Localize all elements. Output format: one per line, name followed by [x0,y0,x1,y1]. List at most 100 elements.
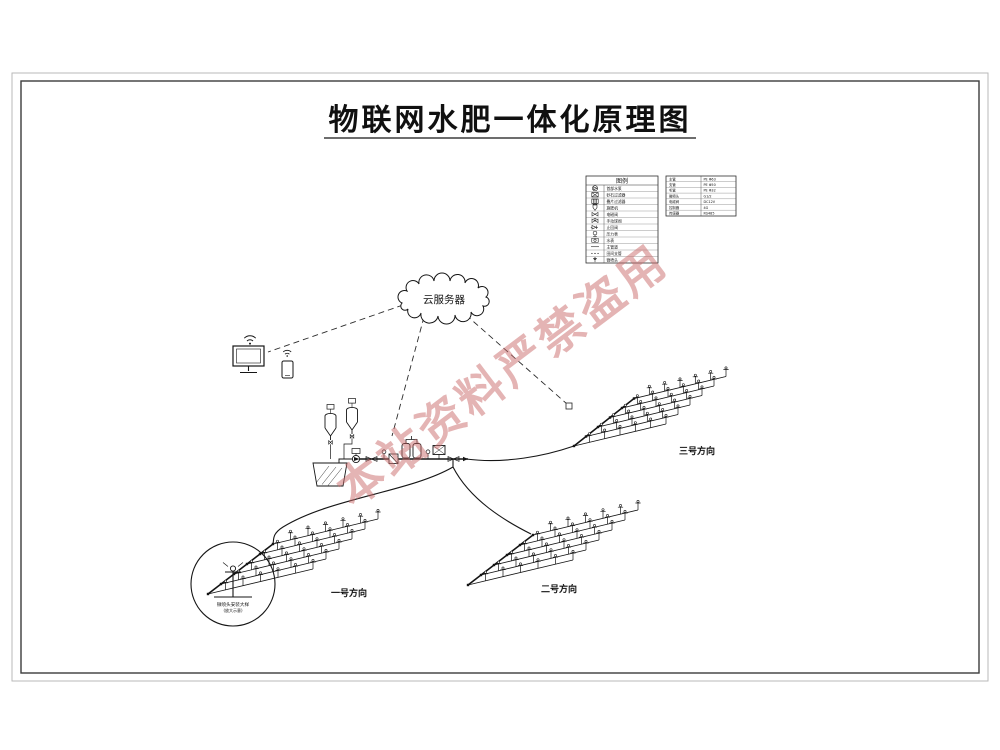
sprinkler-detail [225,571,241,597]
spec-row-value: G1/2 [704,194,712,198]
sprinkler-icon [708,372,714,381]
sprinkler-head [549,548,553,552]
legend-row-label: 首部水泵 [607,186,622,191]
sprinkler-head [575,528,579,532]
legend-row-label: 叠片过滤器 [607,199,626,204]
sprinkler-head [623,509,627,513]
field-manifold [573,397,635,447]
pressure-gauge-2 [425,449,431,455]
legend-symbol-sprinkler [593,257,597,263]
sprinkler-head [654,396,658,400]
sprinkler-icon [323,551,329,559]
sprinkler-head [289,529,292,533]
field-controller-box [565,402,573,410]
field-supply-pipes [272,445,575,545]
sprinkler-head [514,556,518,560]
sprinkler-icon [578,536,585,545]
lateral-valve [505,553,509,557]
spec-row-name: 毛管 [669,188,676,193]
sprinkler-head [610,520,614,523]
sprinkler-head [540,536,544,540]
sprinkler-icon [274,542,281,550]
sprinkler-icon [548,550,554,559]
sprinkler-icon [530,555,537,563]
legend-row-label: 主管道 [607,244,619,249]
sprinkler-head [606,514,609,517]
sprinkler-head [532,552,535,556]
sprinkler-head [611,413,615,417]
sprinkler-icon [327,529,333,538]
field-grid-1 [206,508,381,596]
sprinkler-head [618,424,622,428]
sprinkler-icon [314,539,320,548]
sprinkler-head [697,379,701,383]
sprinkler-icon [565,519,571,527]
lateral-valve [584,435,588,438]
lateral-valve [492,563,496,567]
lateral-valve [632,397,636,400]
phone-icon [281,360,294,379]
sprinkler-icon [240,578,246,586]
lateral-valve [518,543,522,547]
sprinkler-head [241,575,245,579]
legend-row-label: 压力表 [607,231,619,236]
sprinkler-head [294,563,297,566]
sprinkler-head [272,561,275,565]
sprinkler-head [311,531,314,535]
sprinkler-head [333,533,336,536]
sprinkler-head [359,513,362,516]
sprinkler-icon [305,555,312,564]
sprinkler-icon [257,574,264,582]
spec-row-value: PE Φ32 [704,189,716,193]
sprinkler-icon [288,559,294,568]
sprinkler-head [536,558,540,562]
sprinkler-icon [275,569,281,578]
sprinkler-icon [543,545,550,553]
sprinkler-head [527,546,531,550]
sprinkler-head [376,508,380,512]
sprinkler-icon [617,506,624,515]
sprinkler-head [601,508,605,512]
sprinkler-icon [574,530,580,539]
sprinkler-head [627,409,631,413]
detail-circle [190,541,276,627]
spec-row-value: PE Φ50 [704,183,716,187]
sprinkler-icon [310,561,316,569]
sprinkler-head [681,383,685,387]
sprinkler-icon [375,511,381,519]
sprinkler-icon [279,548,285,556]
sprinkler-icon [500,569,506,577]
lateral-valve [258,552,262,556]
water-pool [312,462,348,487]
sprinkler-head [580,534,583,537]
lateral-valve [245,562,249,566]
sprinkler-icon [677,380,683,388]
sprinkler-icon [292,538,298,546]
sprinkler-head [549,520,552,524]
lateral-valve [219,582,223,586]
sprinkler-icon [723,369,729,377]
legend-row-label: 微喷头 [607,257,619,262]
sprinkler-head [685,389,689,392]
sprinkler-icon [526,549,532,557]
sprinkler-icon [301,549,307,558]
spec-row-name: 电磁阀 [669,199,680,204]
network-links [267,304,568,437]
pipe-to-field3 [465,445,575,462]
sprinkler-head [571,522,574,526]
sprinkler-head [669,392,673,396]
sprinkler-head [678,377,682,381]
sprinkler-icon [248,562,255,570]
sprinkler-head [315,537,319,541]
valve-symbol-2 [447,456,460,462]
sprinkler-head [709,370,713,373]
legend-row-label: 止回阀 [607,225,619,230]
sprinkler-head [363,519,367,522]
legend-symbol-meter [591,237,599,243]
sprinkler-icon [318,545,325,554]
sprinkler-icon [569,525,576,533]
sprinkler-head [554,554,557,557]
sprinkler-icon [508,553,515,561]
sprinkler-head [324,521,327,525]
sprinkler-head [501,566,505,570]
